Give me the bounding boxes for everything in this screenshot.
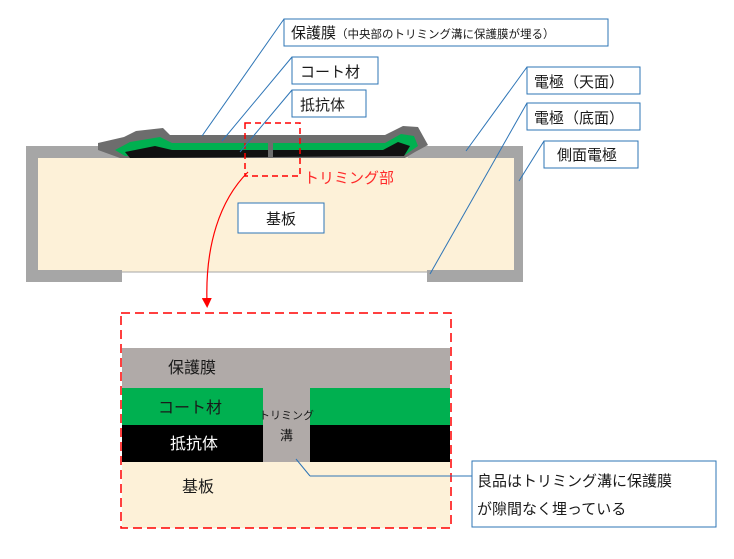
coat-material-label: コート材 [300,63,360,81]
electrode-top-label-box [526,66,641,95]
detail-coat-left [122,388,263,425]
callout-line-1: 良品はトリミング溝に保護膜 [477,472,672,490]
chip-cross-section: 基板 トリミング部 [26,122,523,282]
substrate-label: 基板 [266,210,296,228]
trimming-highlight-box [244,122,301,177]
electrode-bottom-label: 電極（底面） [534,109,624,127]
leader-electrode-bottom [429,102,528,275]
detail-trim-groove-label-2: 溝 [280,429,293,444]
leader-coat-material [221,56,293,142]
side-electrode-label-box [543,140,639,169]
leader-protective-film [201,18,285,137]
leader-callout [295,458,311,477]
leader-side-electrode [518,140,545,182]
resistor-body-layer [125,142,410,158]
electrode-top-label: 電極（天面） [534,73,624,91]
trimming-part-label: トリミング部 [304,169,394,187]
trimming-groove-notch [268,143,273,158]
side-electrode-label: 側面電極 [557,146,617,164]
substrate-label-box [237,202,325,234]
detail-frame [120,312,452,529]
callout-box [471,460,717,528]
trimming-detail-view: 保護膜 コート材 抵抗体 基板 トリミング 溝 [120,312,452,529]
detail-pointer-arrow [201,171,249,308]
detail-coat-right [310,388,450,425]
detail-substrate-label: 基板 [182,477,214,496]
detail-resistor-body-label: 抵抗体 [170,434,218,453]
protective-film-note: （中央部のトリミング溝に保護膜が埋る） [336,27,555,41]
protective-film-label: 保護膜 [291,24,336,42]
protective-film-label-box [283,18,609,47]
protective-film-label-line: 保護膜（中央部のトリミング溝に保護膜が埋る） [291,24,555,42]
detail-substrate [122,462,450,528]
leader-resistor-body [239,89,293,153]
detail-protective-film-label: 保護膜 [168,358,216,377]
detail-trim-groove-label-1: トリミング [259,408,314,422]
coat-material-label-box [291,56,379,85]
label-callouts: 保護膜（中央部のトリミング溝に保護膜が埋る） コート材 抵抗体 電極（天面） 電… [201,18,641,275]
leader-electrode-top [465,66,528,152]
detail-resistor-right [310,425,450,462]
detail-coat-material-label: コート材 [158,398,222,417]
electrode-bottom-label-box [526,102,641,131]
quality-callout: 良品はトリミング溝に保護膜 が隙間なく埋っている [295,458,717,528]
left-side-electrode [26,146,140,282]
callout-line-2: が隙間なく埋っている [477,500,626,518]
detail-resistor-left [122,425,263,462]
resistor-body-label: 抵抗体 [300,96,345,114]
resistor-body-label-box [291,89,367,118]
detail-trim-groove [263,388,310,462]
detail-protective-film [122,348,450,388]
